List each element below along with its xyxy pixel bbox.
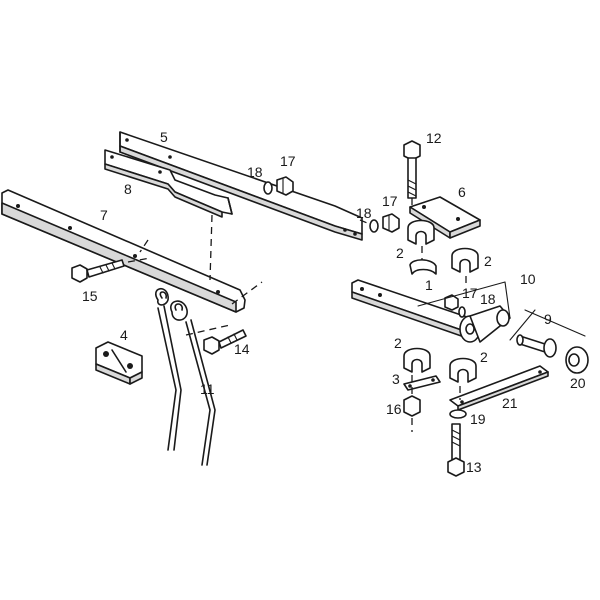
label-16: 16 [386, 401, 402, 417]
label-9: 9 [544, 311, 552, 327]
label-18a: 18 [247, 164, 263, 180]
part-9-pin [516, 334, 557, 358]
label-2a: 2 [396, 245, 404, 261]
part-16-nut [403, 395, 421, 417]
part-2-saddle-upper-left [407, 219, 435, 245]
part-2-saddle-lower-left [403, 347, 431, 373]
washer-18-right [458, 306, 466, 318]
label-18c: 18 [480, 291, 496, 307]
label-5: 5 [160, 129, 168, 145]
washer-18-middle [369, 219, 379, 233]
label-21: 21 [502, 395, 518, 411]
part-14-bolt [203, 329, 247, 355]
label-13: 13 [466, 459, 482, 475]
label-17c: 17 [462, 285, 478, 301]
part-12-bolt [403, 140, 421, 199]
label-8: 8 [124, 181, 132, 197]
label-4: 4 [120, 327, 128, 343]
nut-17-right [444, 294, 459, 311]
part-2-saddle-lower-right [449, 357, 477, 383]
washer-18-upper [263, 181, 273, 195]
part-2-saddle-upper-right [451, 247, 479, 273]
part-7-lower-bar [1, 189, 246, 313]
label-3: 3 [392, 371, 400, 387]
part-20-roller [565, 346, 589, 374]
label-18b: 18 [356, 205, 372, 221]
part-1-sleeve [409, 259, 437, 275]
part-19-washer [449, 409, 467, 419]
label-19: 19 [470, 411, 486, 427]
part-5-upper-bar [119, 131, 363, 241]
label-14: 14 [234, 341, 250, 357]
label-10: 10 [520, 271, 536, 287]
label-11: 11 [200, 381, 215, 397]
label-20: 20 [570, 375, 586, 391]
label-12: 12 [426, 130, 442, 146]
part-11-spring-tines [155, 288, 216, 466]
label-2b: 2 [484, 253, 492, 269]
part-15-bolt [71, 259, 125, 283]
label-1: 1 [425, 277, 433, 293]
part-21-link-plate [449, 365, 549, 411]
part-4-clamp [95, 341, 143, 385]
label-2d: 2 [480, 349, 488, 365]
part-8-bracket [104, 149, 233, 218]
part-3-link [403, 375, 441, 391]
label-2c: 2 [394, 335, 402, 351]
part-10-lever-arm [351, 279, 511, 343]
label-17a: 17 [280, 153, 296, 169]
part-13-bolt [447, 423, 465, 477]
nut-17-middle [382, 213, 400, 233]
label-6: 6 [458, 184, 466, 200]
label-15: 15 [82, 288, 98, 304]
label-17b: 17 [382, 193, 398, 209]
label-7: 7 [100, 207, 108, 223]
nut-17-upper [276, 176, 294, 196]
